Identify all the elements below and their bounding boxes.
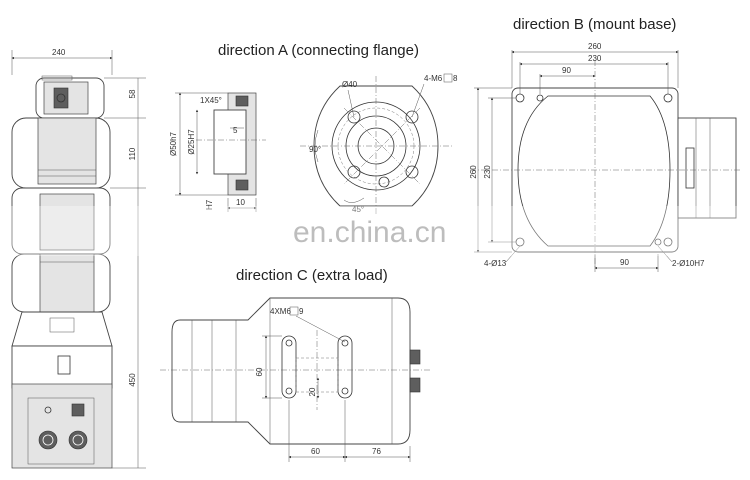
dim-load-thread-depth: 9 [299, 307, 304, 316]
title-direction-c: direction C (extra load) [236, 267, 388, 284]
dim-thread-depth: 8 [453, 74, 458, 83]
connector-icon [38, 430, 58, 450]
dim-base-w230: 230 [588, 54, 602, 63]
flange-face-view: Ø40 4-M6 8 90° 45° [300, 73, 458, 216]
title-direction-b: direction B (mount base) [513, 16, 676, 33]
dim-load-h20: 20 [308, 387, 317, 396]
dim-angle-45: 45° [352, 205, 364, 214]
bolt-hole [405, 110, 419, 124]
flange-section-view: Ø50h7 Ø25H7 1X45° 5 10 H7 [169, 92, 266, 212]
dim-pin-fit: H7 [205, 199, 214, 210]
pin-hole [654, 238, 662, 246]
extra-load-body [171, 297, 411, 445]
dim-chamfer: 1X45° [200, 96, 222, 105]
connector-icon [409, 377, 421, 393]
connector-icon [409, 349, 421, 365]
dim-width-10: 10 [236, 198, 245, 207]
upper-arm-link [37, 117, 97, 185]
bolt-hole [405, 165, 419, 179]
extra-load-view: 4XM6 9 60 20 60 76 [160, 297, 430, 462]
bolt-hole [347, 110, 361, 124]
dim-d-outer: Ø50h7 [169, 131, 178, 156]
title-direction-a: direction A (connecting flange) [218, 42, 419, 59]
dim-width: 240 [52, 48, 66, 57]
dim-angle-90: 90° [309, 145, 321, 154]
dim-load-threads: 4XM6 [270, 307, 291, 316]
dim-base-h260: 260 [469, 165, 478, 179]
pin-hole [536, 94, 544, 102]
mount-base-view: 260 230 90 260 230 4-Ø13 90 2-Ø10H7 [469, 42, 740, 272]
base-top [11, 345, 113, 389]
dim-load-w76: 76 [372, 447, 381, 456]
watermark: en.china.cn [293, 216, 446, 249]
dim-load-h60: 60 [255, 367, 264, 376]
dim-pcd: Ø40 [342, 80, 358, 89]
dim-depth: 5 [233, 126, 238, 135]
mount-hole [663, 237, 673, 247]
dim-base-h230: 230 [483, 165, 492, 179]
pin-hole [378, 176, 390, 188]
connector-icon [68, 430, 88, 450]
flange-plate [53, 87, 69, 109]
shoulder [11, 311, 113, 347]
dim-base-bottom-90: 90 [620, 258, 629, 267]
dim-threads: 4-M6 [424, 74, 443, 83]
dim-h110: 110 [128, 147, 137, 160]
dim-pins: 2-Ø10H7 [672, 259, 705, 268]
base-side-box [677, 117, 737, 219]
base-box [11, 383, 113, 469]
dim-holes: 4-Ø13 [484, 259, 507, 268]
dim-h58: 58 [128, 89, 137, 98]
bolt-hole [347, 165, 361, 179]
dim-h450: 450 [128, 373, 137, 387]
side-view: 240 [11, 48, 146, 469]
wrist-motor [43, 81, 89, 115]
dim-base-w90: 90 [562, 66, 571, 75]
base-housing [517, 95, 671, 247]
dim-load-w60: 60 [311, 447, 320, 456]
dim-base-w260: 260 [588, 42, 602, 51]
dim-d-bore: Ø25H7 [187, 129, 196, 155]
